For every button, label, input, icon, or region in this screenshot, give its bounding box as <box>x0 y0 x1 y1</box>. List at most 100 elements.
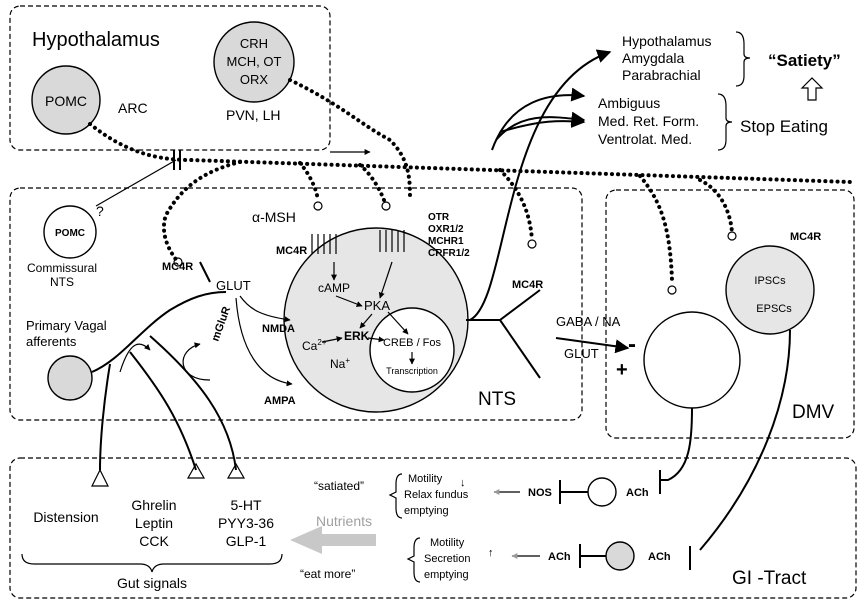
ach-label-2: ACh <box>548 551 571 563</box>
pomc-arc-neuron <box>31 65 101 135</box>
satiety-label: “Satiety” <box>768 51 841 70</box>
commissural-nts-label-1: Commissural <box>27 261 97 275</box>
mglur-label: mGluR <box>210 305 234 343</box>
axon-branch-receptor <box>358 163 386 202</box>
output-arrow-ambiguus <box>491 87 586 151</box>
dmv-neuron-1 <box>643 311 741 409</box>
vagal-afferent-peripheral-3 <box>149 335 237 471</box>
down-arrows: ↓ <box>460 477 466 489</box>
distension-terminal <box>91 468 109 487</box>
gaba-na-label: GABA / NA <box>556 314 621 329</box>
glut-label: GLUT <box>216 278 251 293</box>
nos-label: NOS <box>528 487 552 499</box>
glut2-label: GLUT <box>564 346 599 361</box>
mc4r-left-label: MC4R <box>162 261 193 273</box>
creb-label: CREB / Fos <box>383 337 442 349</box>
brainstem-brace <box>717 93 733 151</box>
arc-label: ARC <box>118 100 148 116</box>
leptin-label: Leptin <box>135 515 173 531</box>
ach-neuron <box>605 541 635 571</box>
pka-label: PKA <box>364 298 390 313</box>
nucleus <box>369 307 455 393</box>
motility-up-1: Motility <box>430 537 465 549</box>
pomc-label: POMC <box>45 93 87 109</box>
motility-up-3: emptying <box>424 569 469 581</box>
satiated-label: “satiated” <box>314 479 364 493</box>
hypothalamus-title: Hypothalamus <box>32 29 160 51</box>
motility-down-3: emptying <box>404 505 449 517</box>
dmv-box <box>605 189 855 439</box>
gi-tract-box <box>9 457 857 599</box>
pvn-lh-label: PVN, LH <box>226 107 280 123</box>
mc4r-nts-label: MC4R <box>276 245 307 257</box>
ghrelin-label: Ghrelin <box>131 497 176 513</box>
targets-brace <box>735 31 751 87</box>
vagal-afferent-central-branch <box>91 291 227 373</box>
motility-down-1: Motility <box>408 473 443 485</box>
brainstem-ambiguus: Ambiguus <box>598 95 660 111</box>
hormone-terminal-1 <box>186 462 206 479</box>
dmv-title: DMV <box>792 402 835 423</box>
afferent-to-mc4r <box>199 261 211 283</box>
up-arrows: ↑ <box>488 547 494 559</box>
satiety-up-arrow <box>800 77 824 101</box>
mglur-feedback-arrow <box>182 342 211 381</box>
primary-vagal-label-2: afferents <box>26 334 77 349</box>
glut-arrow-nmda <box>239 295 291 323</box>
camp-label: cAMP <box>318 281 350 295</box>
target-amygdala: Amygdala <box>622 50 684 66</box>
feedback-arrow <box>119 343 151 373</box>
commissural-pomc-neuron <box>43 205 97 259</box>
erk-label: ERK <box>344 329 370 343</box>
epscs-label: EPSCs <box>756 303 792 315</box>
motility-up-2: Secretion <box>424 553 470 565</box>
mch-ot-label: MCH, OT <box>227 54 282 69</box>
nts-box <box>9 187 583 421</box>
ipscs-label: IPSCs <box>754 275 786 287</box>
brainstem-ventrolat: Ventrolat. Med. <box>598 131 692 147</box>
receptor-oxr: OXR1/2 <box>428 224 464 235</box>
receptor-otr: OTR <box>428 212 450 223</box>
glut-arrow-ampa <box>235 297 293 387</box>
brainstem-ret-form: Med. Ret. Form. <box>598 113 699 129</box>
nutrients-arrow <box>290 526 376 554</box>
eat-more-label: “eat more” <box>300 567 355 581</box>
vagal-afferent-peripheral-1 <box>99 363 111 471</box>
nos-neuron <box>587 477 617 507</box>
vagal-afferent-neuron <box>47 355 93 401</box>
target-hypothalamus: Hypothalamus <box>622 33 712 49</box>
nos-synapse <box>559 480 588 504</box>
mc4r-receptor-glyph <box>311 234 337 254</box>
motility-down-2: Relax fundus <box>404 489 469 501</box>
distension-label: Distension <box>33 509 98 525</box>
gut-signals-label: Gut signals <box>117 575 187 591</box>
axon-branch-mc4r-right <box>498 168 534 242</box>
na-label: Na+ <box>330 356 350 371</box>
nts-to-dmv-arrow <box>555 337 630 354</box>
output-arrow-hypothalamus <box>469 49 612 321</box>
dmv-efferent-2 <box>699 329 791 551</box>
nmda-label: NMDA <box>262 323 295 335</box>
hypothalamus-box <box>9 5 331 151</box>
glp1-label: GLP-1 <box>226 533 267 549</box>
gi-tract-title: GI -Tract <box>732 568 807 589</box>
axon-branch-dmv-mc4r <box>698 178 734 234</box>
dmv-mc4r-label: MC4R <box>790 231 821 243</box>
eat-more-brace <box>406 537 421 583</box>
primary-vagal-label-1: Primary Vagal <box>26 318 107 333</box>
crh-label: CRH <box>240 36 268 51</box>
dmv-neuron-2 <box>725 245 815 335</box>
gut-signals-brace <box>21 553 283 573</box>
question-mark: ? <box>96 203 104 219</box>
nts-title: NTS <box>478 389 516 410</box>
orx-label: ORX <box>240 72 269 87</box>
stop-eating-label: Stop Eating <box>740 117 828 136</box>
ach-label-1: ACh <box>626 487 649 499</box>
ampa-label: AMPA <box>264 395 296 407</box>
hormone-terminal-2 <box>226 462 246 479</box>
receptor-crfr: CRFR1/2 <box>428 248 470 259</box>
ca-label: Ca2+ <box>302 338 327 353</box>
nts-projection-axon <box>466 289 541 379</box>
